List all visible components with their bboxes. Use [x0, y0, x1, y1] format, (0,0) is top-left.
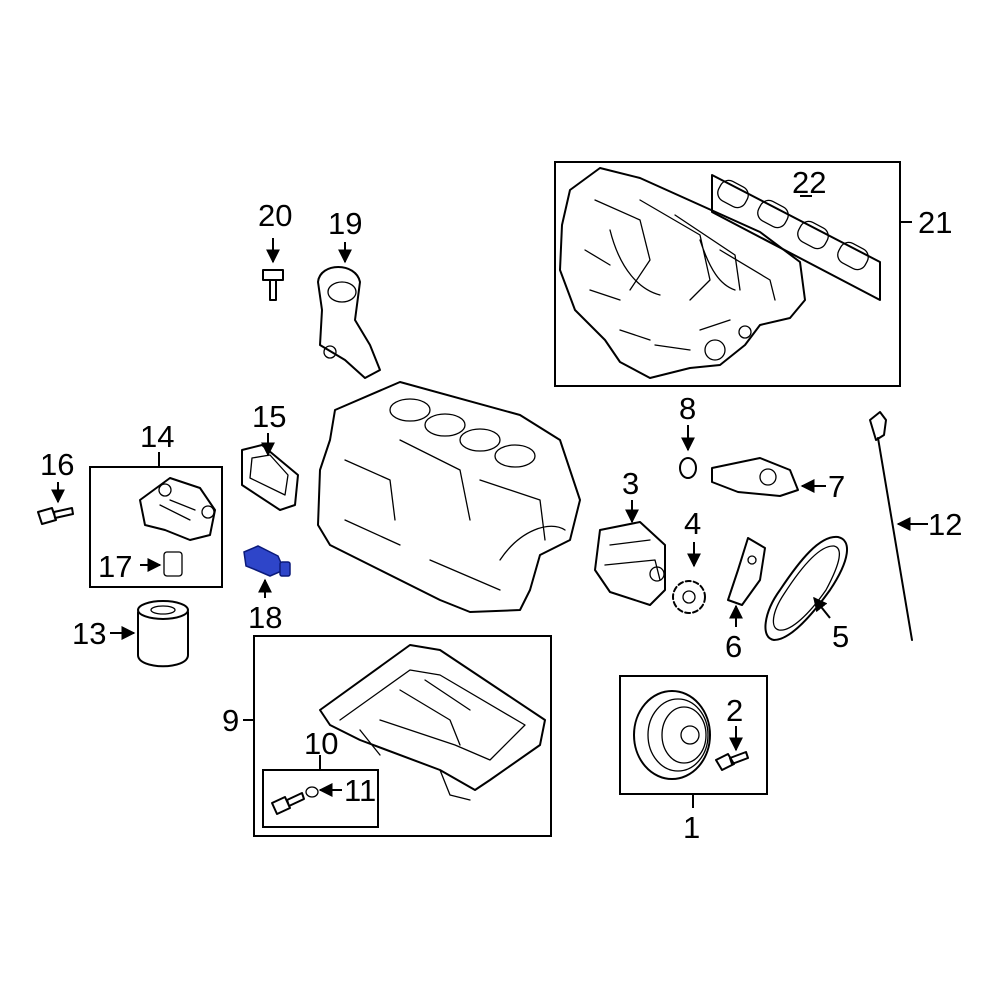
oil-filter[interactable] — [110, 600, 189, 668]
oil-pan-group[interactable] — [243, 635, 552, 837]
pulley-box — [619, 675, 768, 795]
callout-6: 6 — [725, 629, 742, 664]
callout-13: 13 — [72, 616, 106, 651]
callout-22: 22 — [792, 165, 826, 200]
callout-5: 5 — [832, 619, 849, 654]
callout-7: 7 — [828, 469, 845, 504]
filter-housing-plug[interactable] — [163, 551, 183, 577]
filter-housing-box — [89, 466, 223, 588]
callout-19: 19 — [328, 206, 362, 241]
vct-solenoid[interactable] — [317, 242, 381, 379]
bolt-16[interactable] — [37, 482, 74, 525]
intake-manifold-assembly[interactable] — [554, 161, 912, 387]
bolt-20[interactable] — [262, 238, 284, 301]
callout-17: 17 — [98, 549, 132, 584]
oil-pan-box — [253, 635, 552, 837]
oil-dipstick[interactable] — [869, 411, 928, 641]
drain-plug-washer[interactable] — [305, 786, 319, 798]
callout-1: 1 — [683, 810, 700, 845]
oil-pump-sprocket[interactable] — [672, 542, 706, 614]
engine-block — [317, 381, 581, 613]
pump-cover[interactable] — [711, 457, 826, 497]
drain-plug[interactable] — [271, 792, 305, 815]
chain-tensioner[interactable] — [727, 537, 766, 627]
oil-pressure-sensor[interactable] — [243, 545, 291, 598]
callout-15: 15 — [252, 399, 286, 434]
oil-filter-housing-group[interactable] — [89, 452, 223, 588]
oil-pump-chain[interactable] — [764, 535, 849, 641]
callout-14: 14 — [140, 419, 174, 454]
callout-11: 11 — [344, 773, 376, 808]
callout-18: 18 — [248, 600, 282, 635]
pulley-bolt[interactable] — [715, 751, 749, 771]
callout-12: 12 — [928, 507, 962, 542]
manifold-group-box — [554, 161, 901, 387]
callout-10: 10 — [304, 726, 338, 761]
callout-8: 8 — [679, 391, 696, 426]
callout-20: 20 — [258, 198, 292, 233]
callout-21: 21 — [918, 205, 952, 240]
oil-filter-adapter-gasket[interactable] — [241, 433, 299, 511]
callout-9: 9 — [222, 703, 239, 738]
oil-pump[interactable] — [594, 500, 666, 606]
o-ring-8[interactable] — [679, 425, 697, 479]
manifold-gaskets[interactable] — [711, 174, 881, 301]
crankshaft-pulley-group[interactable] — [619, 675, 768, 808]
callout-4: 4 — [684, 506, 701, 541]
callout-3: 3 — [622, 466, 639, 501]
callout-2: 2 — [726, 693, 743, 728]
callout-16: 16 — [40, 447, 74, 482]
